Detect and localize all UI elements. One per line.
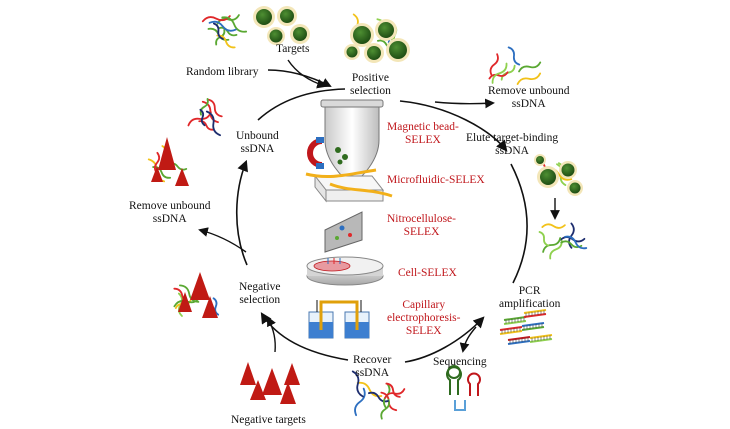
arrow-targets-to-positive: [287, 59, 327, 89]
label-targets: Targets: [276, 43, 310, 55]
pcr-duplex: [503, 316, 527, 325]
pcr-duplex: [521, 322, 545, 331]
arrow-remove-top: [434, 98, 495, 109]
ssdna-strand: [541, 223, 566, 229]
negative-targets-cones: [240, 362, 300, 404]
ssdna-strand: [212, 297, 220, 316]
cluster-negative-bound: [173, 284, 220, 317]
ssdna-strand: [216, 34, 236, 49]
ssdna-strand: [507, 46, 521, 66]
ssdna-strand: [206, 98, 223, 118]
ssdna-strand: [568, 222, 575, 249]
label-random-library: Random library: [186, 66, 259, 78]
microfluidic-chip-illustration: [305, 168, 393, 203]
cluster-eluted-free: [538, 222, 588, 260]
label-negative-targets: Negative targets: [231, 414, 306, 426]
bound-negatives: [178, 272, 218, 318]
ssdna-strand: [205, 110, 221, 137]
ssdna-strand: [385, 382, 401, 398]
ssdna-strand: [217, 26, 238, 37]
ssdna-strand: [212, 22, 224, 40]
arrow-remove-left: [198, 227, 247, 253]
capillary-illustration: [308, 300, 370, 339]
method-microfluidic: Microfluidic-SELEX: [387, 174, 485, 186]
ssdna-strand: [538, 231, 550, 247]
pcr-duplex: [499, 326, 523, 335]
ssdna-strand: [489, 53, 499, 76]
ssdna-strand: [153, 151, 161, 174]
arc-elute-to-pcr: [510, 163, 528, 284]
ssdna-strand: [187, 111, 212, 127]
ssdna-strand: [516, 72, 542, 85]
arrow-negative-targets-up: [267, 316, 276, 353]
cluster-recover: [351, 370, 406, 420]
arc-positive-to-elute: [399, 100, 508, 152]
ssdna-strand: [518, 61, 542, 73]
ssdna-strand: [542, 237, 562, 253]
ssdna-strand: [201, 15, 231, 23]
bound-targets-positive: [344, 19, 410, 63]
label-sequencing: Sequencing: [433, 356, 487, 368]
pcr-duplexes: [499, 309, 553, 345]
method-magnetic-bead: Magnetic bead-SELEX: [387, 121, 459, 146]
nitrocellulose-illustration: [324, 211, 363, 253]
method-nitrocellulose: Nitrocellulose-SELEX: [387, 213, 456, 238]
cluster-random-library: [201, 14, 248, 49]
ssdna-strand: [491, 62, 508, 84]
branch-arrows: [198, 59, 560, 353]
ssdna-strand: [221, 16, 248, 33]
ssdna-strand: [354, 387, 366, 417]
arc-recover-to-negative: [260, 312, 349, 361]
removed-negatives-left: [151, 137, 189, 186]
arc-unbound-to-positive: [257, 88, 346, 121]
pcr-duplex: [507, 336, 531, 345]
pcr-duplex: [529, 334, 553, 343]
ssdna-strand: [549, 239, 563, 260]
pcr-duplex: [523, 309, 547, 318]
ssdna-strand: [351, 370, 364, 398]
magnetic-tube-illustration: [307, 99, 384, 185]
ssdna-strand: [380, 398, 391, 420]
ssdna-strand: [199, 98, 209, 116]
cell-dish-illustration: [306, 256, 384, 286]
cluster-remove-top: [488, 46, 542, 85]
ssdna-strand: [488, 71, 509, 80]
method-cell: Cell-SELEX: [398, 267, 457, 279]
cluster-unbound: [187, 98, 223, 137]
arc-pcr-to-recover: [404, 316, 485, 363]
ssdna-strand: [199, 108, 206, 127]
ssdna-strand: [208, 20, 237, 32]
bound-targets-elute: [534, 154, 583, 196]
cycle-arcs: [235, 88, 528, 363]
sequencing-hairpins: [446, 365, 481, 411]
ssdna-strand: [356, 381, 383, 398]
arrow-to-sequencing: [459, 326, 477, 353]
ssdna-strand: [564, 235, 588, 250]
arc-negative-to-unbound: [235, 159, 248, 266]
target-spheres-top: [253, 6, 310, 45]
ssdna-strand: [152, 166, 172, 179]
